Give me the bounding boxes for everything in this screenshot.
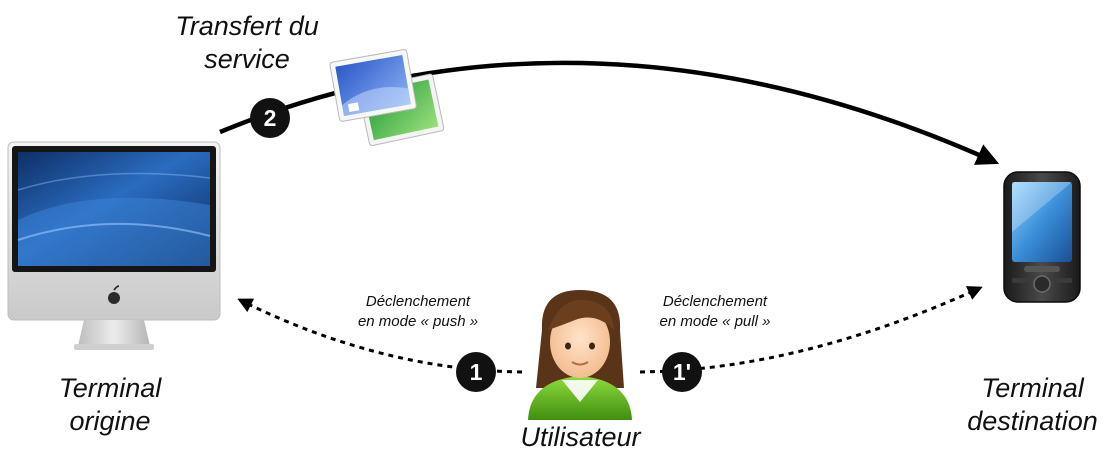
transfer-label-line1: Transfert du: [175, 11, 319, 41]
step-badge-push: 1: [456, 352, 496, 392]
imac-computer-icon: [7, 141, 221, 350]
destination-label-line2: destination: [967, 406, 1098, 436]
window-stack-icon: [329, 49, 445, 147]
user-avatar-icon: [528, 290, 632, 420]
step-badge-pull-label: 1': [673, 359, 691, 385]
user-label: Utilisateur: [520, 422, 641, 452]
step-badge-push-label: 1: [470, 359, 483, 385]
transfer-arrow: [219, 60, 1000, 165]
origin-label-line2: origine: [69, 406, 151, 436]
smartphone-icon: [1003, 171, 1081, 303]
step-badge-pull: 1': [662, 352, 702, 392]
push-label-line2: en mode « push »: [357, 313, 479, 330]
pull-label-line1: Déclenchement: [662, 293, 768, 310]
push-arrow: [237, 298, 523, 374]
transfer-label: Transfert du service: [158, 10, 336, 76]
step-badge-transfer: 2: [250, 98, 290, 138]
destination-terminal-label: Terminal destination: [950, 372, 1115, 438]
push-label-line1: Déclenchement: [365, 293, 471, 310]
destination-label-line1: Terminal: [981, 373, 1084, 403]
pull-label: Déclenchement en mode « pull »: [625, 292, 805, 332]
origin-terminal-label: Terminal origine: [30, 372, 190, 438]
push-label: Déclenchement en mode « push »: [328, 292, 508, 332]
transfer-label-line2: service: [204, 44, 290, 74]
pull-label-line2: en mode « pull »: [659, 313, 771, 330]
origin-label-line1: Terminal: [58, 373, 162, 403]
step-badge-transfer-label: 2: [264, 105, 277, 131]
